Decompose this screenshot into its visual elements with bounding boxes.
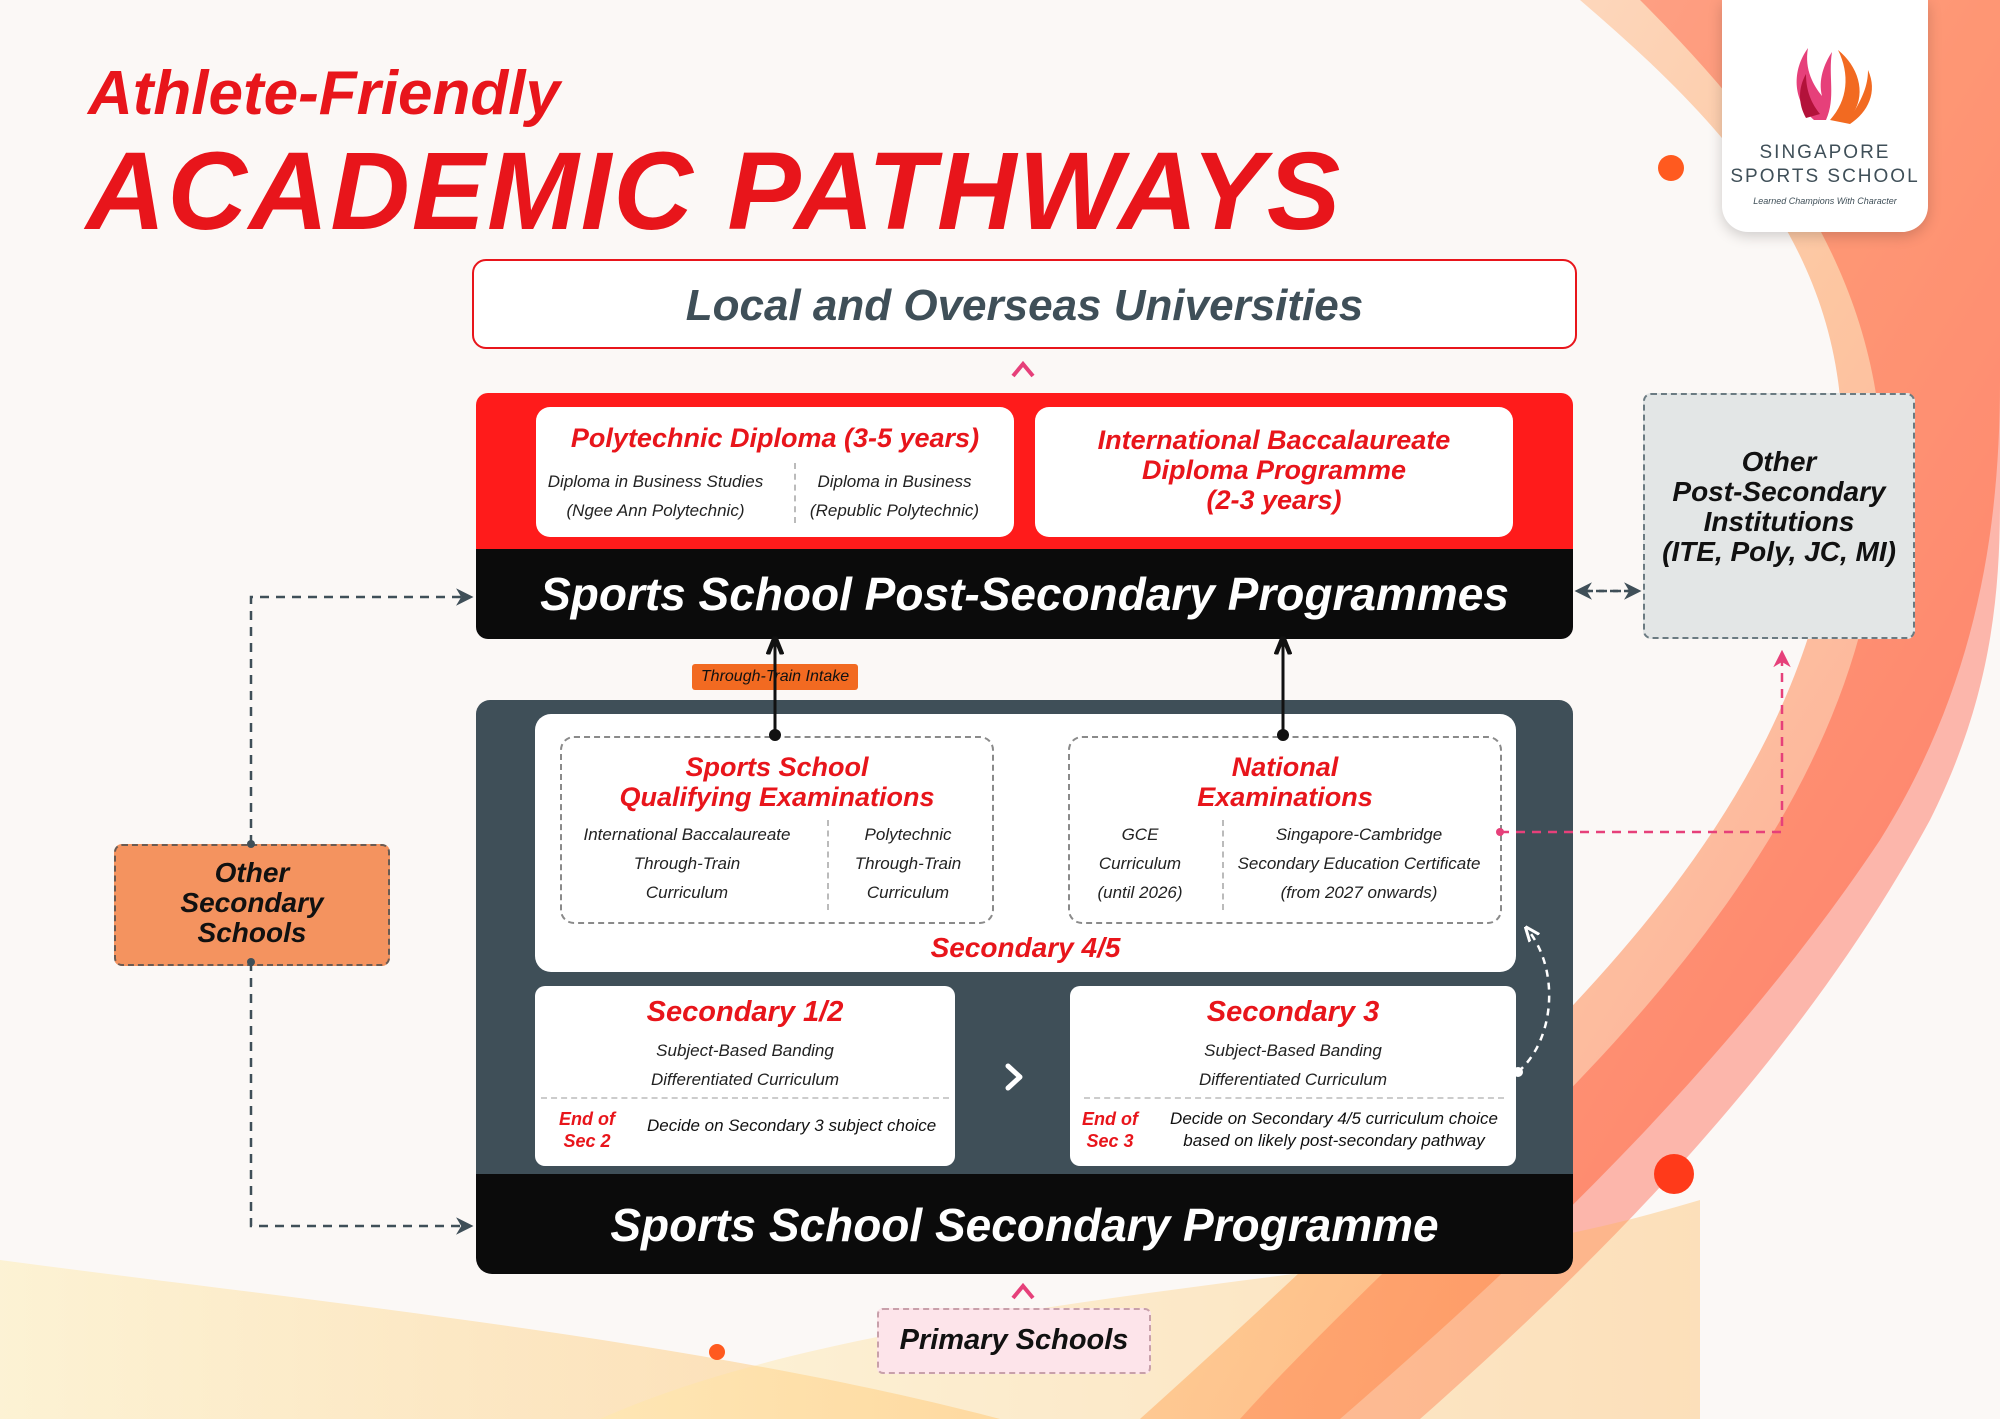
logo-text-line2: SPORTS SCHOOL: [1730, 166, 1920, 187]
secondary-3-card: Secondary 3 Subject-Based Banding Differ…: [1070, 986, 1516, 1166]
diploma-option-line2: (Ngee Ann Polytechnic): [566, 501, 745, 520]
end-of-sec3-label: End of Sec 3: [1070, 1108, 1150, 1152]
curriculum-line1: International Baccalaureate: [583, 825, 791, 844]
post-secondary-programmes-label: Sports School Post-Secondary Programmes: [540, 568, 1509, 620]
other-sec-line3: Schools: [197, 917, 307, 948]
diploma-option-line2: (Republic Polytechnic): [809, 501, 980, 520]
other-sec-line1: Other: [214, 857, 290, 888]
poly-through-train-curriculum: Polytechnic Through-Train Curriculum: [824, 820, 992, 907]
page-subtitle: Athlete-Friendly: [88, 59, 560, 128]
end-of-sec2-text: Decide on Secondary 3 subject choice: [647, 1116, 937, 1135]
other-post-secondary-label: Other Post-Secondary Institutions (ITE, …: [1655, 447, 1903, 567]
post-secondary-programmes-bar: Sports School Post-Secondary Programmes: [476, 549, 1573, 639]
curriculum-line1: GCE: [1121, 825, 1159, 844]
divider: [827, 820, 829, 910]
curriculum-line2: Through-Train: [854, 854, 962, 873]
curriculum-line3: (from 2027 onwards): [1280, 883, 1438, 902]
gce-curriculum: GCE Curriculum (until 2026): [1070, 820, 1210, 907]
other-secondary-schools-box: Other Secondary Schools: [114, 844, 390, 966]
other-sec-line2: Secondary: [180, 887, 324, 918]
detail-line1: Subject-Based Banding: [656, 1041, 834, 1060]
ssqe-title: Sports School Qualifying Examinations: [562, 752, 992, 812]
curriculum-line3: Curriculum: [866, 883, 950, 902]
ne-title-line1: National: [1231, 752, 1339, 782]
diploma-option-line1: Diploma in Business: [817, 472, 972, 491]
through-train-intake-tag: Through-Train Intake: [692, 664, 858, 690]
detail-line2: Differentiated Curriculum: [1198, 1070, 1387, 1089]
sec-cert-curriculum: Singapore-Cambridge Secondary Education …: [1218, 820, 1500, 907]
ne-title-line2: Examinations: [1197, 782, 1373, 812]
divider: [1084, 1097, 1504, 1099]
curriculum-line2: Secondary Education Certificate: [1237, 854, 1481, 873]
secondary-3-details: Subject-Based Banding Differentiated Cur…: [1070, 1036, 1516, 1094]
other-post-secondary-box: Other Post-Secondary Institutions (ITE, …: [1643, 393, 1915, 639]
curriculum-line3: Curriculum: [645, 883, 729, 902]
primary-schools-box: Primary Schools: [877, 1308, 1151, 1374]
divider: [541, 1097, 949, 1099]
curriculum-line1: Polytechnic: [864, 825, 952, 844]
ib-title-line3: (2-3 years): [1206, 485, 1342, 515]
page-title: ACADEMIC PATHWAYS: [86, 130, 1343, 253]
detail-line1: Subject-Based Banding: [1204, 1041, 1382, 1060]
other-post-line3: Institutions: [1703, 506, 1855, 537]
secondary-1-2-details: Subject-Based Banding Differentiated Cur…: [535, 1036, 955, 1094]
detail-line2: Differentiated Curriculum: [650, 1070, 839, 1089]
end-text-line1: Decide on Secondary 4/5 curriculum choic…: [1170, 1109, 1498, 1128]
end-text-line2: based on likely post-secondary pathway: [1183, 1131, 1485, 1150]
primary-schools-label: Primary Schools: [899, 1324, 1129, 1356]
other-secondary-schools-label: Other Secondary Schools: [116, 858, 388, 948]
universities-box: Local and Overseas Universities: [472, 259, 1577, 349]
other-post-line2: Post-Secondary: [1672, 476, 1886, 507]
ib-diploma-title: International Baccalaureate Diploma Prog…: [1055, 425, 1493, 515]
polytechnic-diploma-title: Polytechnic Diploma (3-5 years): [570, 423, 980, 453]
secondary-1-2-card: Secondary 1/2 Subject-Based Banding Diff…: [535, 986, 955, 1166]
ib-through-train-curriculum: International Baccalaureate Through-Trai…: [562, 820, 812, 907]
secondary-4-5-card: Secondary 4/5: [535, 714, 1516, 972]
curriculum-line2: Curriculum: [1098, 854, 1182, 873]
secondary-programme-bar: Sports School Secondary Programme: [476, 1174, 1573, 1274]
flame-logo-icon: [1796, 48, 1872, 124]
diploma-option-republic: Diploma in Business (Republic Polytechni…: [775, 467, 1014, 525]
sports-school-qualifying-exams-box: Sports School Qualifying Examinations In…: [560, 736, 994, 924]
end-label-line2: Sec 3: [1086, 1131, 1134, 1151]
curriculum-line2: Through-Train: [633, 854, 741, 873]
diploma-option-line1: Diploma in Business Studies: [547, 472, 764, 491]
other-post-line4: (ITE, Poly, JC, MI): [1662, 536, 1896, 567]
ib-title-line2: Diploma Programme: [1141, 455, 1407, 485]
secondary-1-2-title: Secondary 1/2: [646, 996, 844, 1028]
divider: [794, 463, 796, 523]
school-logo-card[interactable]: SINGAPORE SPORTS SCHOOL Learned Champion…: [1722, 0, 1928, 232]
ssqe-title-line1: Sports School: [685, 752, 869, 782]
secondary-3-title: Secondary 3: [1206, 996, 1380, 1028]
universities-label: Local and Overseas Universities: [685, 281, 1364, 330]
polytechnic-diploma-card: Polytechnic Diploma (3-5 years) Diploma …: [536, 407, 1014, 537]
secondary-4-5-label: Secondary 4/5: [930, 932, 1121, 963]
logo-tagline: Learned Champions With Character: [1753, 196, 1897, 206]
end-of-sec2-label: End of Sec 2: [547, 1108, 627, 1152]
ib-title-line1: International Baccalaureate: [1097, 425, 1451, 455]
national-exams-title: National Examinations: [1070, 752, 1500, 812]
curriculum-line3: (until 2026): [1097, 883, 1183, 902]
secondary-programme-label: Sports School Secondary Programme: [610, 1199, 1439, 1251]
end-label-line1: End of: [559, 1109, 615, 1129]
national-examinations-box: National Examinations GCE Curriculum (un…: [1068, 736, 1502, 924]
end-label-line1: End of: [1082, 1109, 1138, 1129]
end-label-line2: Sec 2: [563, 1131, 611, 1151]
logo-text-line1: SINGAPORE: [1759, 142, 1891, 163]
end-of-sec3-text: Decide on Secondary 4/5 curriculum choic…: [1156, 1108, 1512, 1152]
other-post-line1: Other: [1741, 446, 1817, 477]
ib-diploma-card: International Baccalaureate Diploma Prog…: [1035, 407, 1513, 537]
ssqe-title-line2: Qualifying Examinations: [619, 782, 935, 812]
diploma-option-ngee-ann: Diploma in Business Studies (Ngee Ann Po…: [536, 467, 775, 525]
divider: [1222, 820, 1224, 910]
curriculum-line1: Singapore-Cambridge: [1275, 825, 1443, 844]
